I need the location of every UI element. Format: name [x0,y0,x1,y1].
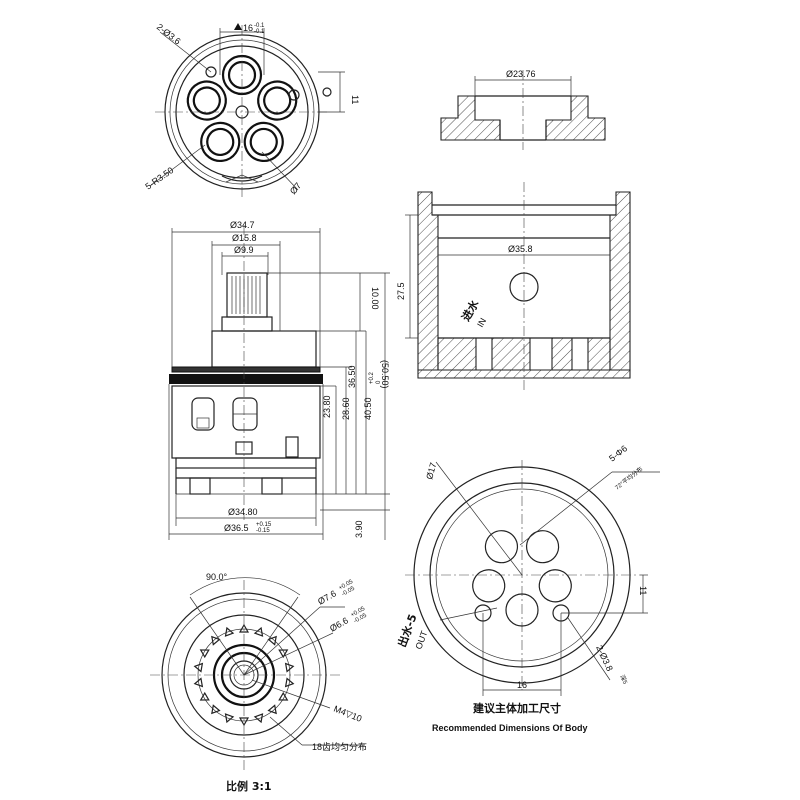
dim-28-6: 28.60 [341,397,351,420]
dim-27-5: 27.5 [396,282,406,300]
dim-ring-diameter: Ø23.76 [506,69,536,79]
outlet-label-en: OUT [413,629,429,651]
dim-34-80: Ø34.80 [228,507,258,517]
dim-36-5: 36.50 [347,365,357,388]
dim-40-5: 40.50 [363,397,373,420]
svg-text:-0.1: -0.1 [254,23,265,29]
side-view: Ø34.7 Ø15.8 Ø9.9 10.00 23.80 28.60 36.50… [168,220,390,540]
body-title-en: Recommended Dimensions Of Body [432,723,588,733]
svg-text:+0.2: +0.2 [369,371,375,384]
svg-text:0: 0 [376,380,382,384]
svg-text:-0.1: -0.1 [254,29,265,35]
dim-3-9: 3.90 [354,520,364,538]
scale-label: 比例 3:1 [226,779,272,793]
dim-11-top: 11 [350,95,360,104]
dim-phi7: Ø7 [288,181,303,197]
top-view: 16 -0.1 -0.1 2-Ø3.6 11 5-R3.50 Ø7 [143,22,360,198]
dim-36-5-dia: Ø36.5 [224,523,249,533]
body-holes [472,530,572,627]
dim-35-8: Ø35.8 [508,244,533,254]
dim-m4: M4▽10 [332,704,363,724]
svg-text:深5: 深5 [618,673,629,685]
dim-16-body: 16 [517,680,527,690]
dim-50-5: (50.50) [380,360,390,389]
dim-teeth: 18齿均匀分布 [312,741,367,752]
dim-width-16: 16 [243,23,253,33]
svg-text:+0.15: +0.15 [256,522,272,528]
stem-detail-view: 90.0° Ø7.6 +0.05 -0.05 Ø6.6 +0.05 -0.05 … [150,572,368,793]
dim-7-6: Ø7.6 [316,588,338,606]
locating-hole-right [288,89,300,101]
dim-9-9: Ø9.9 [234,245,254,255]
dim-10: 10.00 [370,287,380,310]
dim-34-7: Ø34.7 [230,220,255,230]
body-plan-view: Ø17 5-Φ6 72°平均分布 11 16 出水-5 OUT 2-Ø3.8 深… [395,443,660,733]
ring-section-view: Ø23.76 [440,69,606,150]
dim-15-8: Ø15.8 [232,233,257,243]
body-section-view: Ø35.8 27.5 进水 IN [396,182,631,390]
dim-11-body: 11 [638,586,648,595]
svg-text:-0.15: -0.15 [256,528,270,534]
inlet-label-en: IN [475,316,488,329]
dim-locating-holes: 2-Ø3.6 [155,22,183,47]
dim-lobe-radius: 5-R3.50 [143,165,175,192]
locating-hole-left [205,66,217,78]
dim-body-holes: 5-Φ6 [607,443,629,463]
stem-spline [231,276,261,314]
inlet-port [509,272,539,302]
body-title-cn: 建议主体加工尺寸 [473,701,561,715]
dim-pin-holes: 2-Ø3.8 [594,644,615,673]
dim-phi17: Ø17 [424,461,438,480]
svg-text:72°平均分布: 72°平均分布 [613,465,644,492]
dim-angle-90: 90.0° [206,572,228,582]
dim-6-6: Ø6.6 [328,615,350,633]
dim-23-8: 23.80 [322,395,332,418]
